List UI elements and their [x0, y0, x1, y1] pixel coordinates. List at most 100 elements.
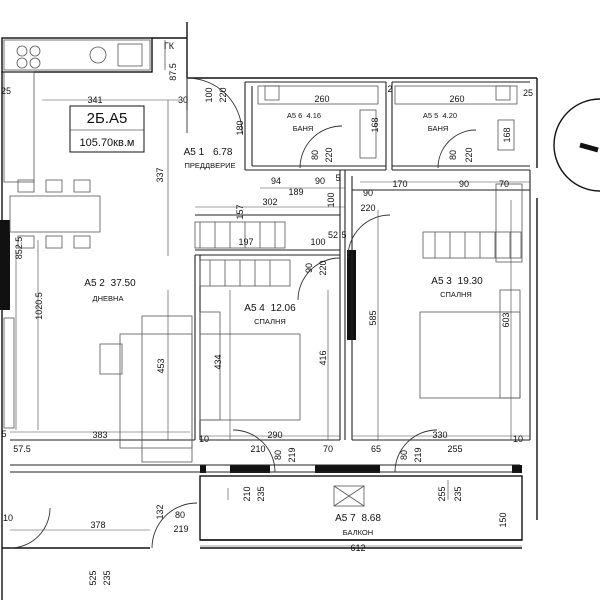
dimension-label: 220: [464, 147, 474, 162]
dimension-label: 235: [453, 486, 463, 501]
svg-text:А5 7 8.68: А5 7 8.68: [335, 513, 381, 524]
room-label-bath2: А5 5 4.20 БАНЯ: [423, 111, 457, 133]
dimension-label: 87.5: [168, 63, 178, 81]
room-name: СПАЛНЯ: [440, 290, 472, 299]
dimension-label: 416: [318, 350, 328, 365]
dimension-label: 168: [502, 127, 512, 142]
room-area: 6.78: [213, 147, 233, 158]
dimension-label: 378: [90, 520, 105, 530]
dimension-label: 10: [199, 434, 209, 444]
dimension-label: 235: [256, 486, 266, 501]
dimension-label: 197: [238, 237, 253, 247]
room-number: А5 6: [287, 111, 302, 120]
room-area: 4.16: [306, 111, 321, 120]
dimension-label: 5: [341, 230, 346, 240]
dimension-label: 255: [447, 444, 462, 454]
dimension-label: 94: [271, 176, 281, 186]
svg-text:А5 5 4.20: А5 5 4.20: [423, 111, 457, 120]
dimension-label: 337: [155, 167, 165, 182]
dimension-label: 612: [350, 543, 365, 553]
room-label-living: А5 2 37.50 ДНЕВНА: [84, 278, 136, 303]
dimension-label: 90: [315, 176, 325, 186]
dimension-label: 70: [499, 179, 509, 189]
dimension-label: 150: [498, 512, 508, 527]
dimension-label: 260: [314, 94, 329, 104]
dimension-label: 302: [262, 197, 277, 207]
room-label-balcony: А5 7 8.68 БАЛКОН: [335, 513, 381, 537]
dimension-label: 5: [335, 173, 340, 183]
room-label-hall: А5 1 6.78 ПРЕДДВЕРИЕ: [184, 147, 236, 170]
svg-text:А5 3 19.30: А5 3 19.30: [431, 276, 483, 287]
dimension-label: 100: [326, 192, 336, 207]
dimension-label: 52: [328, 230, 338, 240]
room-number: А5 7: [335, 513, 356, 524]
dimension-label: 220: [318, 260, 328, 275]
dimension-label: 10: [513, 434, 523, 444]
room-name: СПАЛНЯ: [254, 317, 286, 326]
room-label-bedroom2: А5 3 19.30 СПАЛНЯ: [431, 276, 483, 299]
dimension-lines: [10, 99, 530, 547]
room-label-bath1: А5 6 4.16 БАНЯ: [287, 111, 321, 133]
dimension-label: 180: [235, 120, 245, 135]
dimension-label: 189: [288, 187, 303, 197]
dimension-label: 220: [218, 87, 228, 102]
room-number: А5 1: [184, 147, 205, 158]
dimension-label: 80: [273, 450, 283, 460]
dimension-label: 290: [267, 430, 282, 440]
room-number: А5 4: [244, 303, 265, 314]
dimension-labels: 341 30 100 220 180 260 2 260 25 168 168 …: [1, 41, 533, 586]
walls: [1, 22, 538, 600]
dimension-label: 210: [242, 486, 252, 501]
dimension-label: 57.5: [13, 444, 31, 454]
room-area: 19.30: [458, 276, 483, 287]
dimension-label: 100: [310, 237, 325, 247]
dimension-label: 70: [323, 444, 333, 454]
room-area: 4.20: [442, 111, 457, 120]
dimension-label: 132: [155, 504, 165, 519]
room-label-bedroom1: А5 4 12.06 СПАЛНЯ: [244, 303, 296, 326]
furniture: [3, 39, 523, 507]
room-name: ПРЕДДВЕРИЕ: [185, 161, 236, 170]
dimension-label: 383: [92, 430, 107, 440]
dimension-label: 219: [287, 447, 297, 462]
room-number: А5 3: [431, 276, 452, 287]
north-arrow-icon: [553, 98, 600, 192]
room-number: А5 2: [84, 278, 105, 289]
room-number: А5 5: [423, 111, 438, 120]
dimension-label: 255: [437, 486, 447, 501]
dimension-label: 80: [448, 150, 458, 160]
dimension-label: 603: [501, 312, 511, 327]
dimension-label: 90: [304, 263, 314, 273]
dimension-label: 341: [87, 95, 102, 105]
dimension-label: 157: [235, 204, 245, 219]
dimension-label: 80: [399, 450, 409, 460]
dimension-label: 220: [360, 203, 375, 213]
dimension-label: 525: [88, 570, 98, 585]
unit-code: 2Б.А5: [87, 110, 128, 127]
dimension-label: 90: [459, 179, 469, 189]
dimension-label: 100: [204, 87, 214, 102]
dimension-label: 220: [324, 147, 334, 162]
room-area: 12.06: [271, 303, 296, 314]
dimension-label: 168: [370, 117, 380, 132]
room-name: БАЛКОН: [343, 528, 373, 537]
dimension-label: 170: [392, 179, 407, 189]
room-name: БАНЯ: [293, 124, 314, 133]
dimension-label: 5: [1, 429, 6, 439]
dimension-label: 10: [3, 513, 13, 523]
dimension-label: 80: [175, 510, 185, 520]
dimension-label: 852.5: [14, 237, 24, 260]
dimension-label: 219: [413, 447, 423, 462]
room-name: БАНЯ: [428, 124, 449, 133]
dimension-label: 25: [1, 86, 11, 96]
dimension-label: 235: [102, 570, 112, 585]
room-area: 37.50: [111, 278, 136, 289]
room-name: ДНЕВНА: [93, 294, 124, 303]
dimension-label: ГК: [164, 41, 175, 51]
svg-text:А5 2 37.50: А5 2 37.50: [84, 278, 136, 289]
dimension-label: 80: [310, 150, 320, 160]
dimension-label: 330: [432, 430, 447, 440]
dimension-label: 585: [368, 310, 378, 325]
svg-text:А5 1 6.78: А5 1 6.78: [184, 147, 233, 158]
